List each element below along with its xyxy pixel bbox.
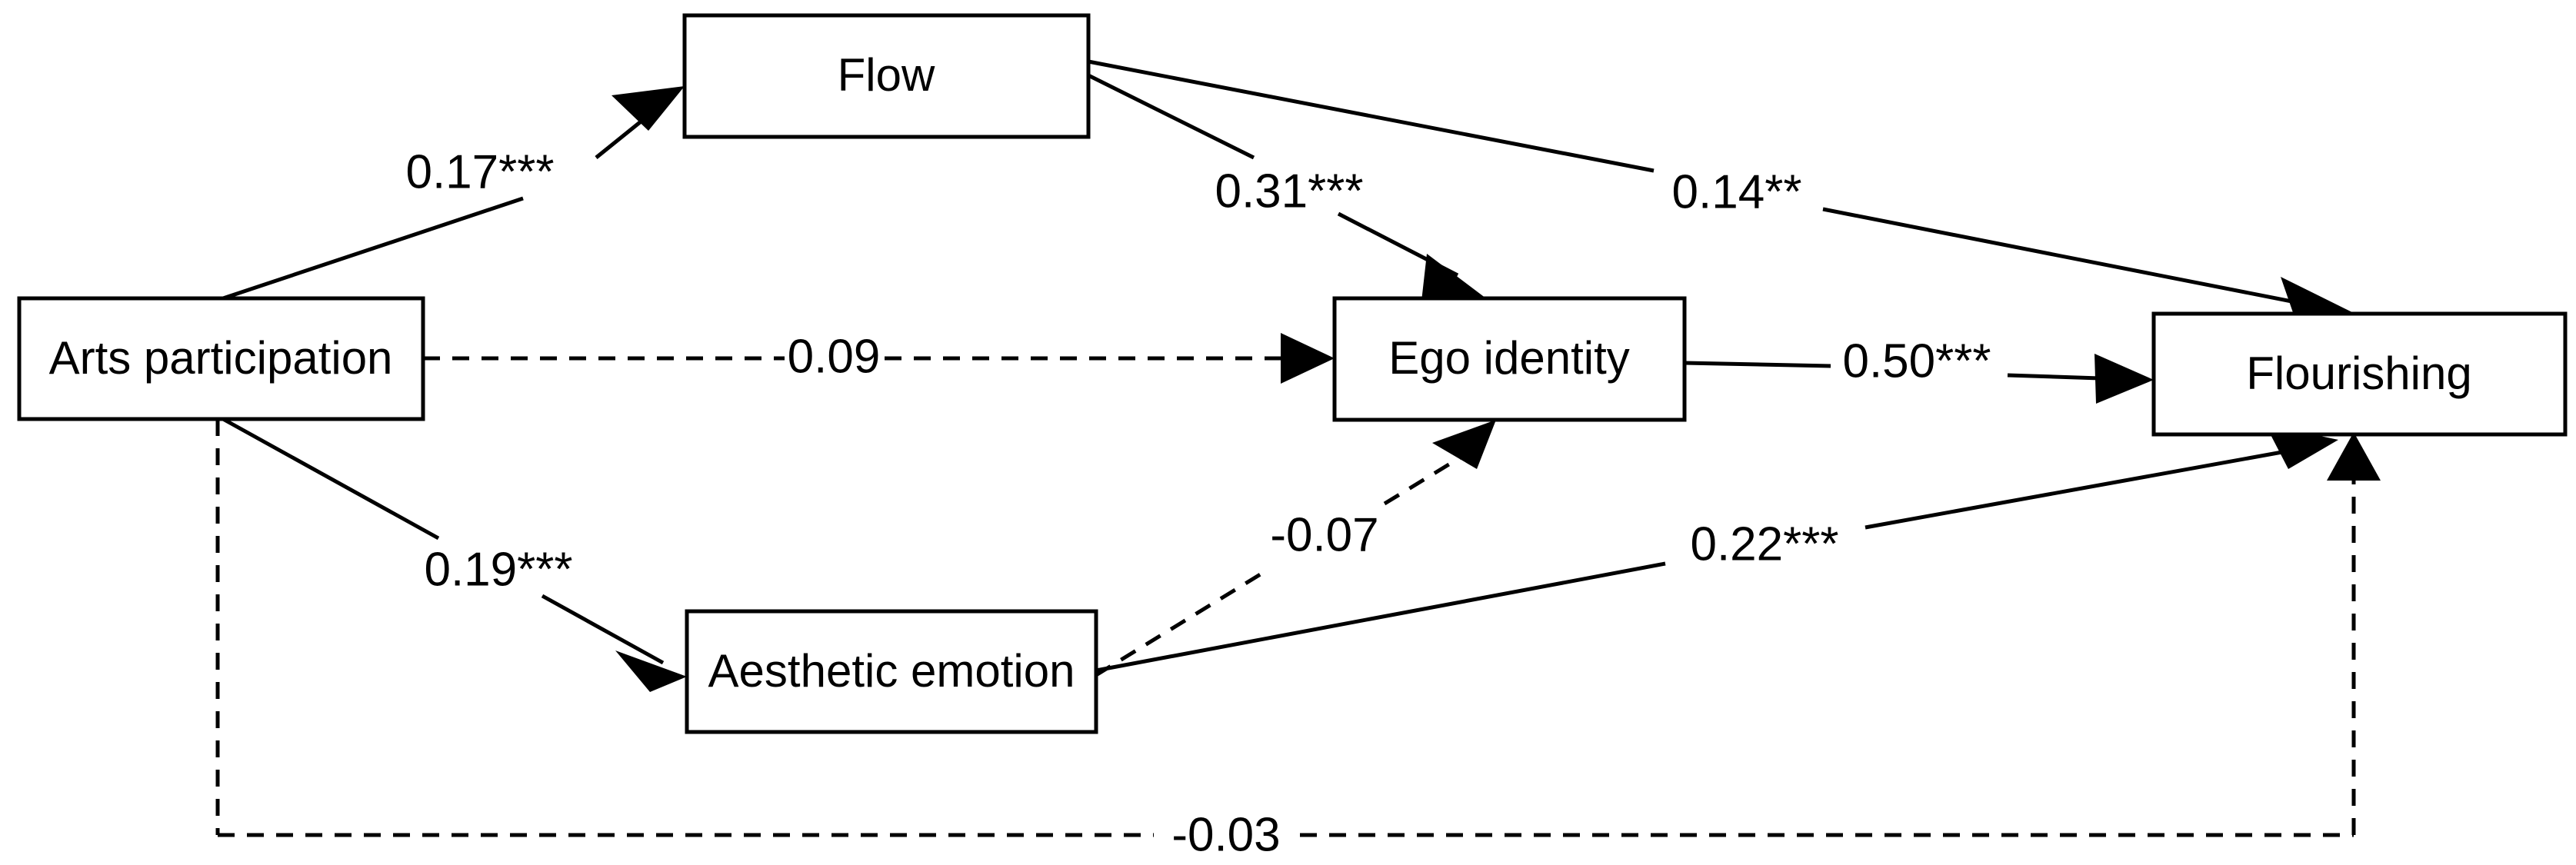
- arrowhead-icon-flow-flour: [2281, 277, 2355, 321]
- edge-label-arts-participation-to-flow: 0.17***: [405, 145, 554, 198]
- arrowhead-icon-ego-flour: [2094, 354, 2154, 404]
- edge-flow-to-flourishing: [1088, 59, 2355, 321]
- edge-arts-participation-to-flow: [222, 86, 685, 301]
- edge-label-aesthetic-emotion-to-flourishing: 0.22***: [1690, 517, 1838, 571]
- edge-arts-participation-to-flourishing: [215, 419, 2381, 837]
- edge-line-aesth-flour-seg2: [1865, 445, 2308, 530]
- edge-label-arts-participation-to-ego-identity: 0.09: [788, 330, 881, 383]
- node-box-flow[interactable]: [682, 13, 1091, 139]
- edge-line-flow-ego-seg1: [1087, 73, 1255, 160]
- edge-aesthetic-emotion-to-ego-identity: [1095, 420, 1496, 677]
- node-label-aesthetic-emotion: Aesthetic emotion: [708, 645, 1075, 697]
- edge-label-ego-identity-to-flourishing: 0.50***: [1842, 334, 1991, 388]
- edge-line-flow-flour-seg1: [1088, 59, 1655, 173]
- edge-line-flow-flour-seg2: [1822, 207, 2324, 310]
- node-arts-participation[interactable]: Arts participation: [17, 296, 425, 421]
- node-flourishing[interactable]: Flourishing: [2151, 311, 2568, 437]
- node-label-arts-participation: Arts participation: [49, 332, 393, 384]
- node-ego-identity[interactable]: Ego identity: [1332, 296, 1687, 422]
- edge-label-flow-to-ego-identity: 0.31***: [1215, 165, 1363, 218]
- arrowhead-icon-flow-ego: [1421, 254, 1486, 301]
- edge-ego-identity-to-flourishing: [1684, 354, 2154, 404]
- edge-label-aesthetic-emotion-to-ego-identity: -0.07: [1270, 508, 1378, 561]
- node-flow[interactable]: Flow: [682, 13, 1091, 139]
- edge-label-flow-to-flourishing: 0.14**: [1672, 165, 1802, 218]
- edge-line-aesth-ego-seg1: [1095, 567, 1271, 677]
- edge-arts-participation-to-ego-identity: [423, 333, 1335, 384]
- edge-flow-to-ego-identity: [1087, 73, 1486, 301]
- edge-line-aesth-flour-seg1: [1095, 561, 1666, 673]
- edge-line-aesth-ego-seg2: [1383, 450, 1471, 506]
- arrowhead-icon-ap-aesth: [615, 650, 687, 692]
- arrowhead-icon-ap-flow: [612, 86, 685, 131]
- arrowhead-icon-ap-ego: [1281, 333, 1335, 384]
- arrowhead-icon-ap-flour: [2327, 432, 2381, 481]
- node-label-ego-identity: Ego identity: [1388, 332, 1630, 384]
- node-box-aesthetic-emotion[interactable]: [685, 609, 1098, 734]
- edge-line-ap-aesth-seg2: [541, 594, 665, 665]
- arrowhead-icon-aesth-ego: [1432, 420, 1496, 469]
- edge-line-ap-flow-seg1: [222, 196, 524, 301]
- node-aesthetic-emotion[interactable]: Aesthetic emotion: [685, 609, 1098, 734]
- edge-label-arts-participation-to-flourishing: -0.03: [1171, 808, 1280, 861]
- edge-line-ego-flour-seg1: [1684, 361, 1831, 368]
- node-label-flourishing: Flourishing: [2246, 348, 2471, 399]
- edge-line-ap-aesth-seg1: [222, 417, 440, 541]
- edge-label-arts-participation-to-aesthetic-emotion: 0.19***: [424, 543, 572, 596]
- node-box-flourishing[interactable]: [2151, 311, 2568, 437]
- node-box-arts-participation[interactable]: [17, 296, 425, 421]
- node-box-ego-identity[interactable]: [1332, 296, 1687, 422]
- node-label-flow: Flow: [838, 49, 935, 101]
- edge-arts-participation-to-aesthetic-emotion: [222, 417, 687, 692]
